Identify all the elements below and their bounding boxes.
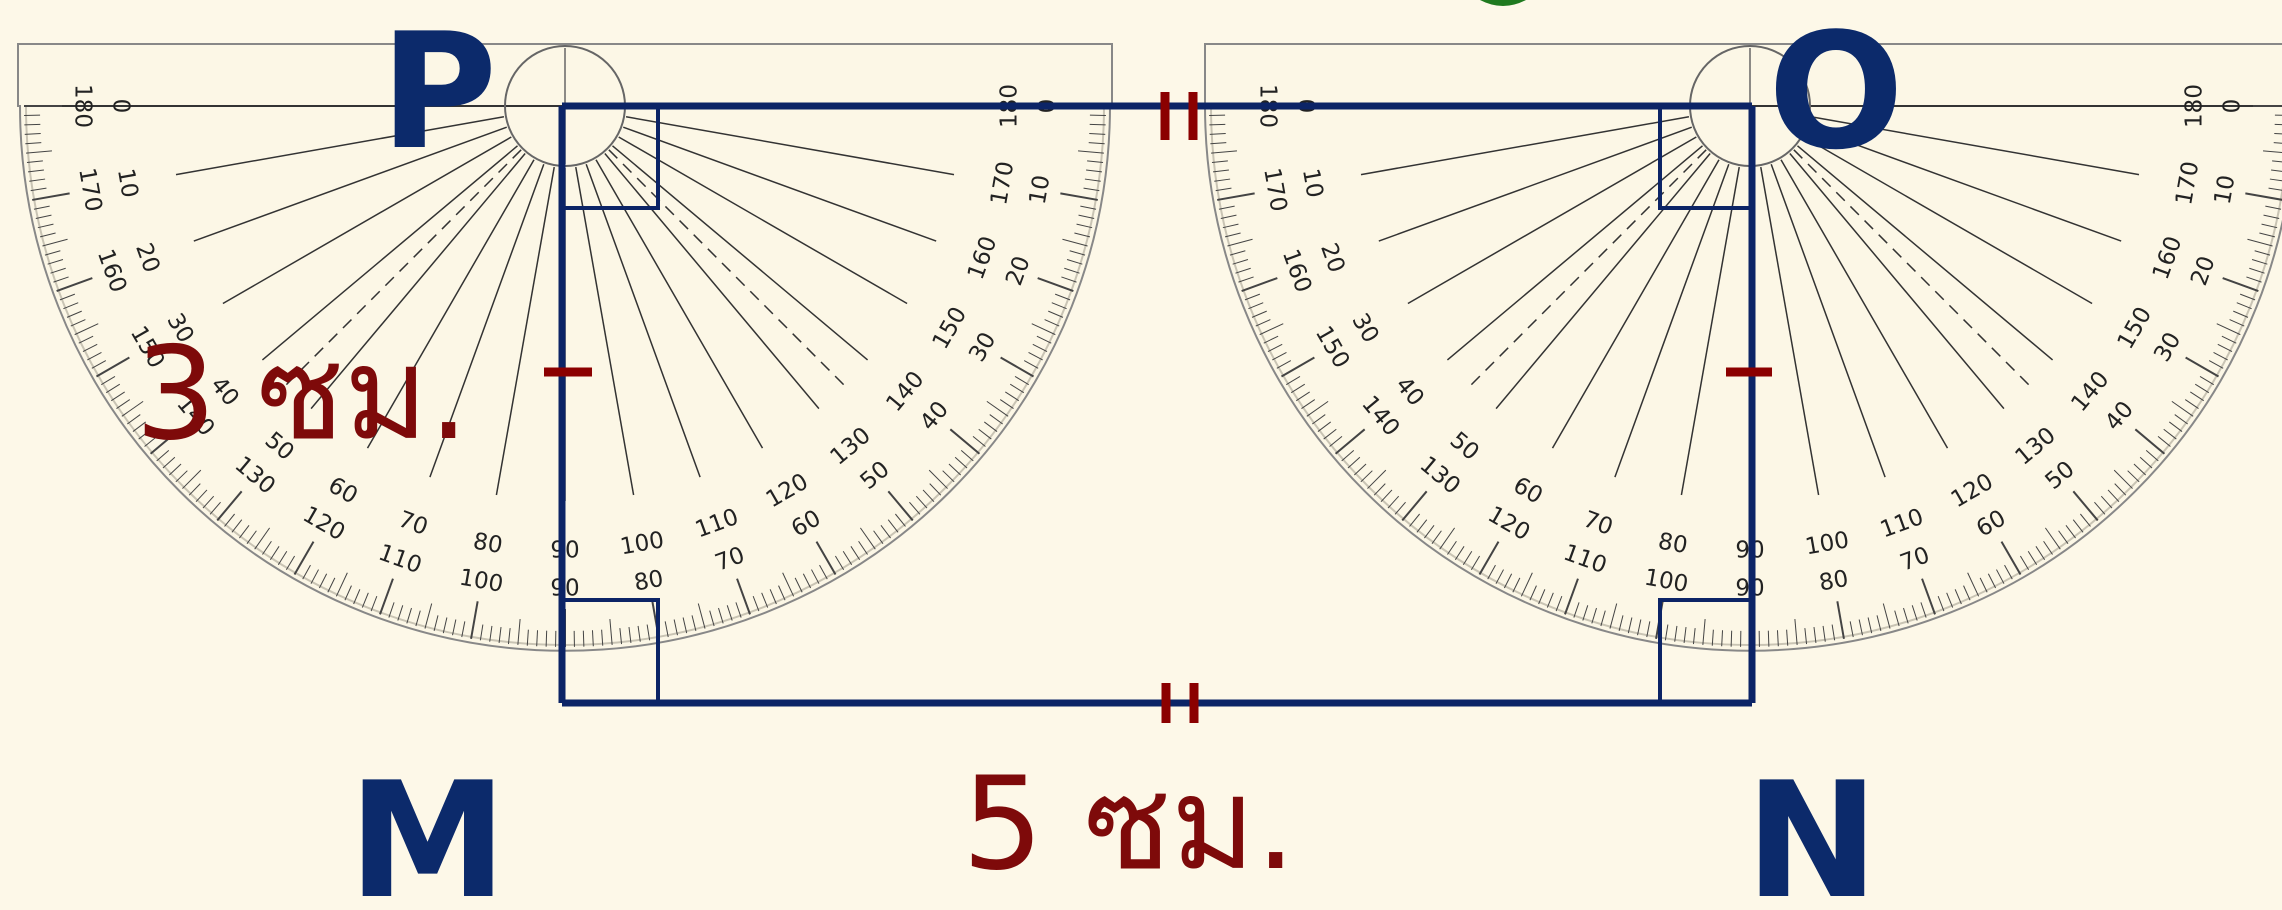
protractor-inner-label: 180 — [2182, 84, 2208, 128]
protractor-outer-label: 10 — [2210, 173, 2241, 206]
measure-label-pm: 3 ซม. — [135, 320, 469, 469]
protractor-tick — [24, 124, 40, 125]
protractor-tick — [583, 631, 584, 647]
protractor-outer-label: 180 — [70, 84, 96, 128]
protractor-outer-label: 10 — [1025, 173, 1056, 206]
protractor-right: 0102030405060708090100110120130140150160… — [1205, 44, 2282, 651]
protractor-outer-label: 0 — [2220, 99, 2246, 114]
protractor-inner-label: 0 — [108, 99, 134, 114]
protractor-tick — [2275, 124, 2282, 125]
protractor-tick — [546, 631, 547, 647]
protractor-outer-label: 80 — [1817, 566, 1850, 597]
protractor-outer-label: 80 — [632, 566, 665, 597]
protractor-tick — [1768, 631, 1769, 647]
protractor-tick — [1209, 124, 1225, 125]
green-mark — [1480, 0, 1526, 6]
protractor-tick — [1090, 124, 1106, 125]
vertex-label-p: P — [380, 0, 497, 185]
protractor-inner-label: 10 — [112, 167, 143, 200]
vertex-label-m: M — [348, 747, 507, 906]
measure-label-mn: 5 ซม. — [962, 750, 1296, 899]
protractor-inner-label: 80 — [1656, 528, 1689, 559]
vertex-label-o: O — [1768, 0, 1904, 185]
vertex-label-n: N — [1745, 747, 1879, 906]
protractor-tick — [1731, 631, 1732, 647]
protractor-inner-label: 80 — [471, 528, 504, 559]
protractor-inner-label: 10 — [1297, 167, 1328, 200]
